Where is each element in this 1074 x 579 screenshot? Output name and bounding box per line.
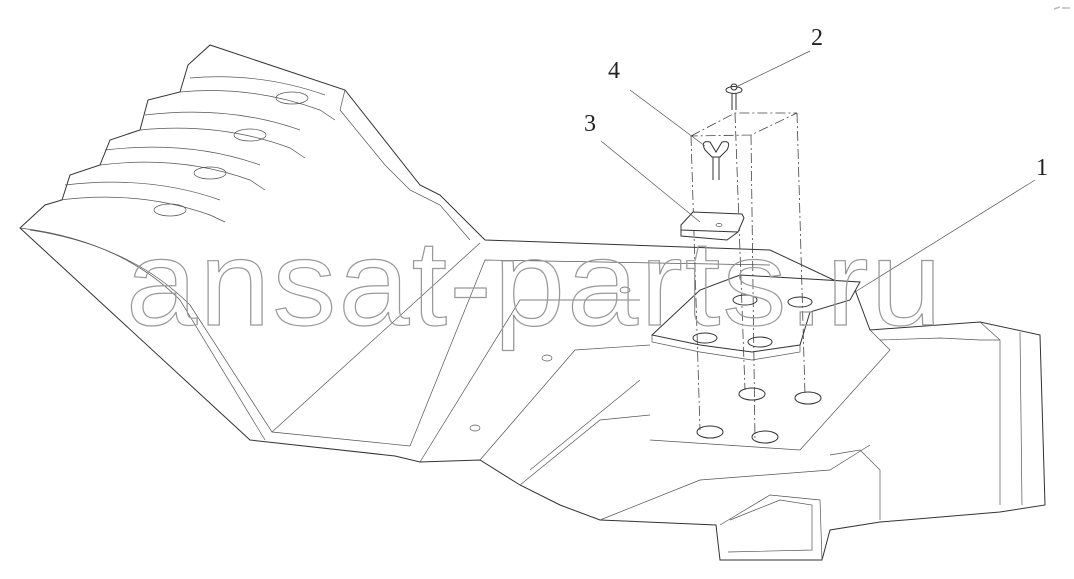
leader-line-1 — [854, 179, 1036, 293]
callout-1: 1 — [1036, 155, 1048, 181]
leader-line-2 — [737, 50, 811, 87]
callout-3: 3 — [584, 111, 596, 137]
corner-mark-icon — [1053, 6, 1070, 10]
callout-2: 2 — [811, 25, 823, 51]
wing-bolt-part-4 — [702, 141, 730, 180]
screw-part-2 — [725, 83, 743, 110]
skid-plate — [19, 44, 1046, 561]
leader-line-4 — [629, 89, 706, 147]
assembly-projection — [690, 112, 806, 441]
clamp-plate-part-3 — [680, 211, 745, 241]
callout-4: 4 — [608, 58, 620, 84]
mounting-bracket — [650, 274, 861, 361]
watermark: ansat-parts.ru — [126, 215, 944, 351]
leader-line-3 — [600, 140, 701, 223]
